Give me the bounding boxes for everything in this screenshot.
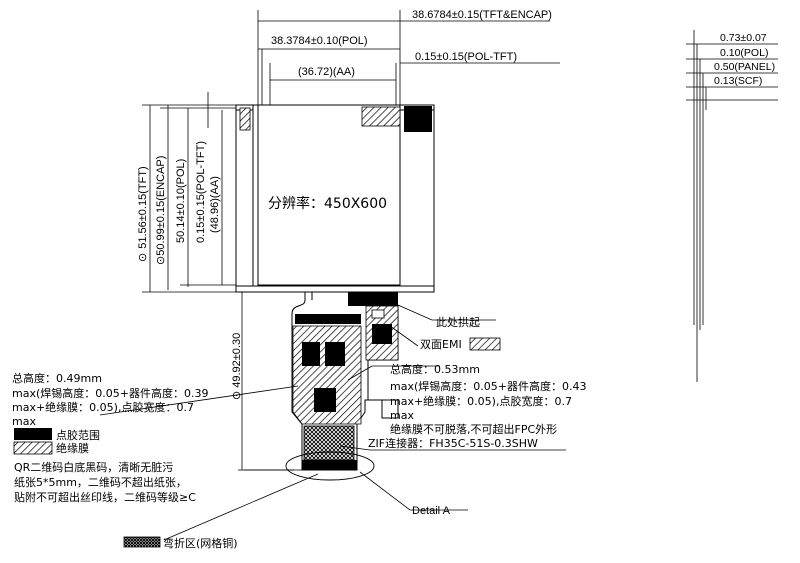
top-dimension-lines [257,10,560,105]
note-detail-a: Detail A [412,505,451,517]
legend-glue-swatch [14,428,52,440]
note-emi: 双面EMI [420,338,462,351]
dim-tft-height: ⊙ 51.56±0.15(TFT) [137,166,149,262]
legend-glue-label: 点胶范围 [56,428,100,442]
note-left-height-1: 总高度：0.49mm [12,371,102,385]
detail-a-circle [285,451,375,481]
dim-encap-height: ⊙50.99±0.15(ENCAP) [155,156,167,265]
dim-tft-height-text: 51.56±0.15(TFT) [137,166,149,248]
note-left-height-3: max+绝缘膜：0.05),点胶宽度：0.7 [12,400,194,414]
leader-lines [99,297,566,541]
legend-insulation-swatch [13,441,53,455]
ref-mark-encap: ⊙ [155,256,167,265]
note-right-height-3: max+绝缘膜：0.05),点胶宽度：0.7 [390,394,572,408]
panel-hatch-left [239,107,251,131]
dim-pol-tft-left: 0.15±0.15(POL-TFT) [195,141,207,243]
note-left-height-2: max(焊锡高度：0.05+器件高度：0.39 [12,386,208,400]
dim-pol-height: 50.14±0.10(POL) [175,159,187,243]
emi-tape-frame [348,292,398,306]
dim-fpc-length-text: 49.92±0.30 [231,333,243,388]
emi-tape-mark [371,309,385,319]
note-arch: 此处拱起 [436,315,480,329]
dim-side-scf: 0.13(SCF) [714,75,762,87]
component-block-1 [302,342,320,366]
panel-black-tab [404,106,432,132]
panel-hatch-top [361,106,401,127]
fpc-connector-band [295,314,361,324]
dim-side-panel: 0.50(PANEL) [714,61,775,73]
note-right-height-4: max [390,409,414,422]
note-zif: ZIF连接器：FH35C-51S-0.3SHW [368,437,538,450]
ref-mark-tft: ⊙ [137,253,149,262]
dim-pol-width: 38.3784±0.10(POL) [271,35,368,47]
ref-mark-fpc: ⊙ [231,391,243,400]
emi-tag-box [469,337,501,351]
note-qr-1: QR二维码白底黑码，清晰无脏污 [14,460,173,474]
resolution-label: 分辨率：450X600 [268,195,387,212]
dim-side-pol: 0.10(POL) [720,47,768,59]
note-qr-2: 纸张5*5mm，二维码不超出纸张， [14,475,187,489]
dim-pol-tft-top: 0.15±0.15(POL-TFT) [415,51,517,63]
legend-insulation-label: 绝缘膜 [56,441,89,455]
bend-zone-swatch [123,536,161,548]
dim-fpc-length: ⊙ 49.92±0.30 [231,333,243,400]
note-qr-3: 贴附不可超出丝印线，二维码等级≥C [14,490,196,504]
dim-tft-encap-width: 38.6784±0.15(TFT&ENCAP) [412,9,552,21]
dim-encap-height-text: 50.99±0.15(ENCAP) [155,156,167,256]
fpc-cross-hatch [303,425,355,461]
component-block-2 [325,342,345,366]
dim-aa-width: (36.72)(AA) [298,66,355,78]
component-block-3 [314,388,336,412]
note-left-height-4: max [12,415,36,428]
note-right-height-2: max(焊锡高度：0.05+器件高度：0.43 [390,379,586,393]
fpc-bend-band [302,460,357,470]
emi-tape-dark [372,324,392,344]
note-right-height-5: 绝缘膜不可脱落,不可超出FPC外形 [390,422,557,436]
note-bend-zone: 弯折区(网格铜) [163,536,238,550]
side-view [686,30,778,382]
dim-side-total: 0.73±0.07 [720,32,767,44]
note-right-height-1: 总高度：0.53mm [390,362,480,376]
dim-aa-height: (48.96)(AA) [209,176,221,233]
